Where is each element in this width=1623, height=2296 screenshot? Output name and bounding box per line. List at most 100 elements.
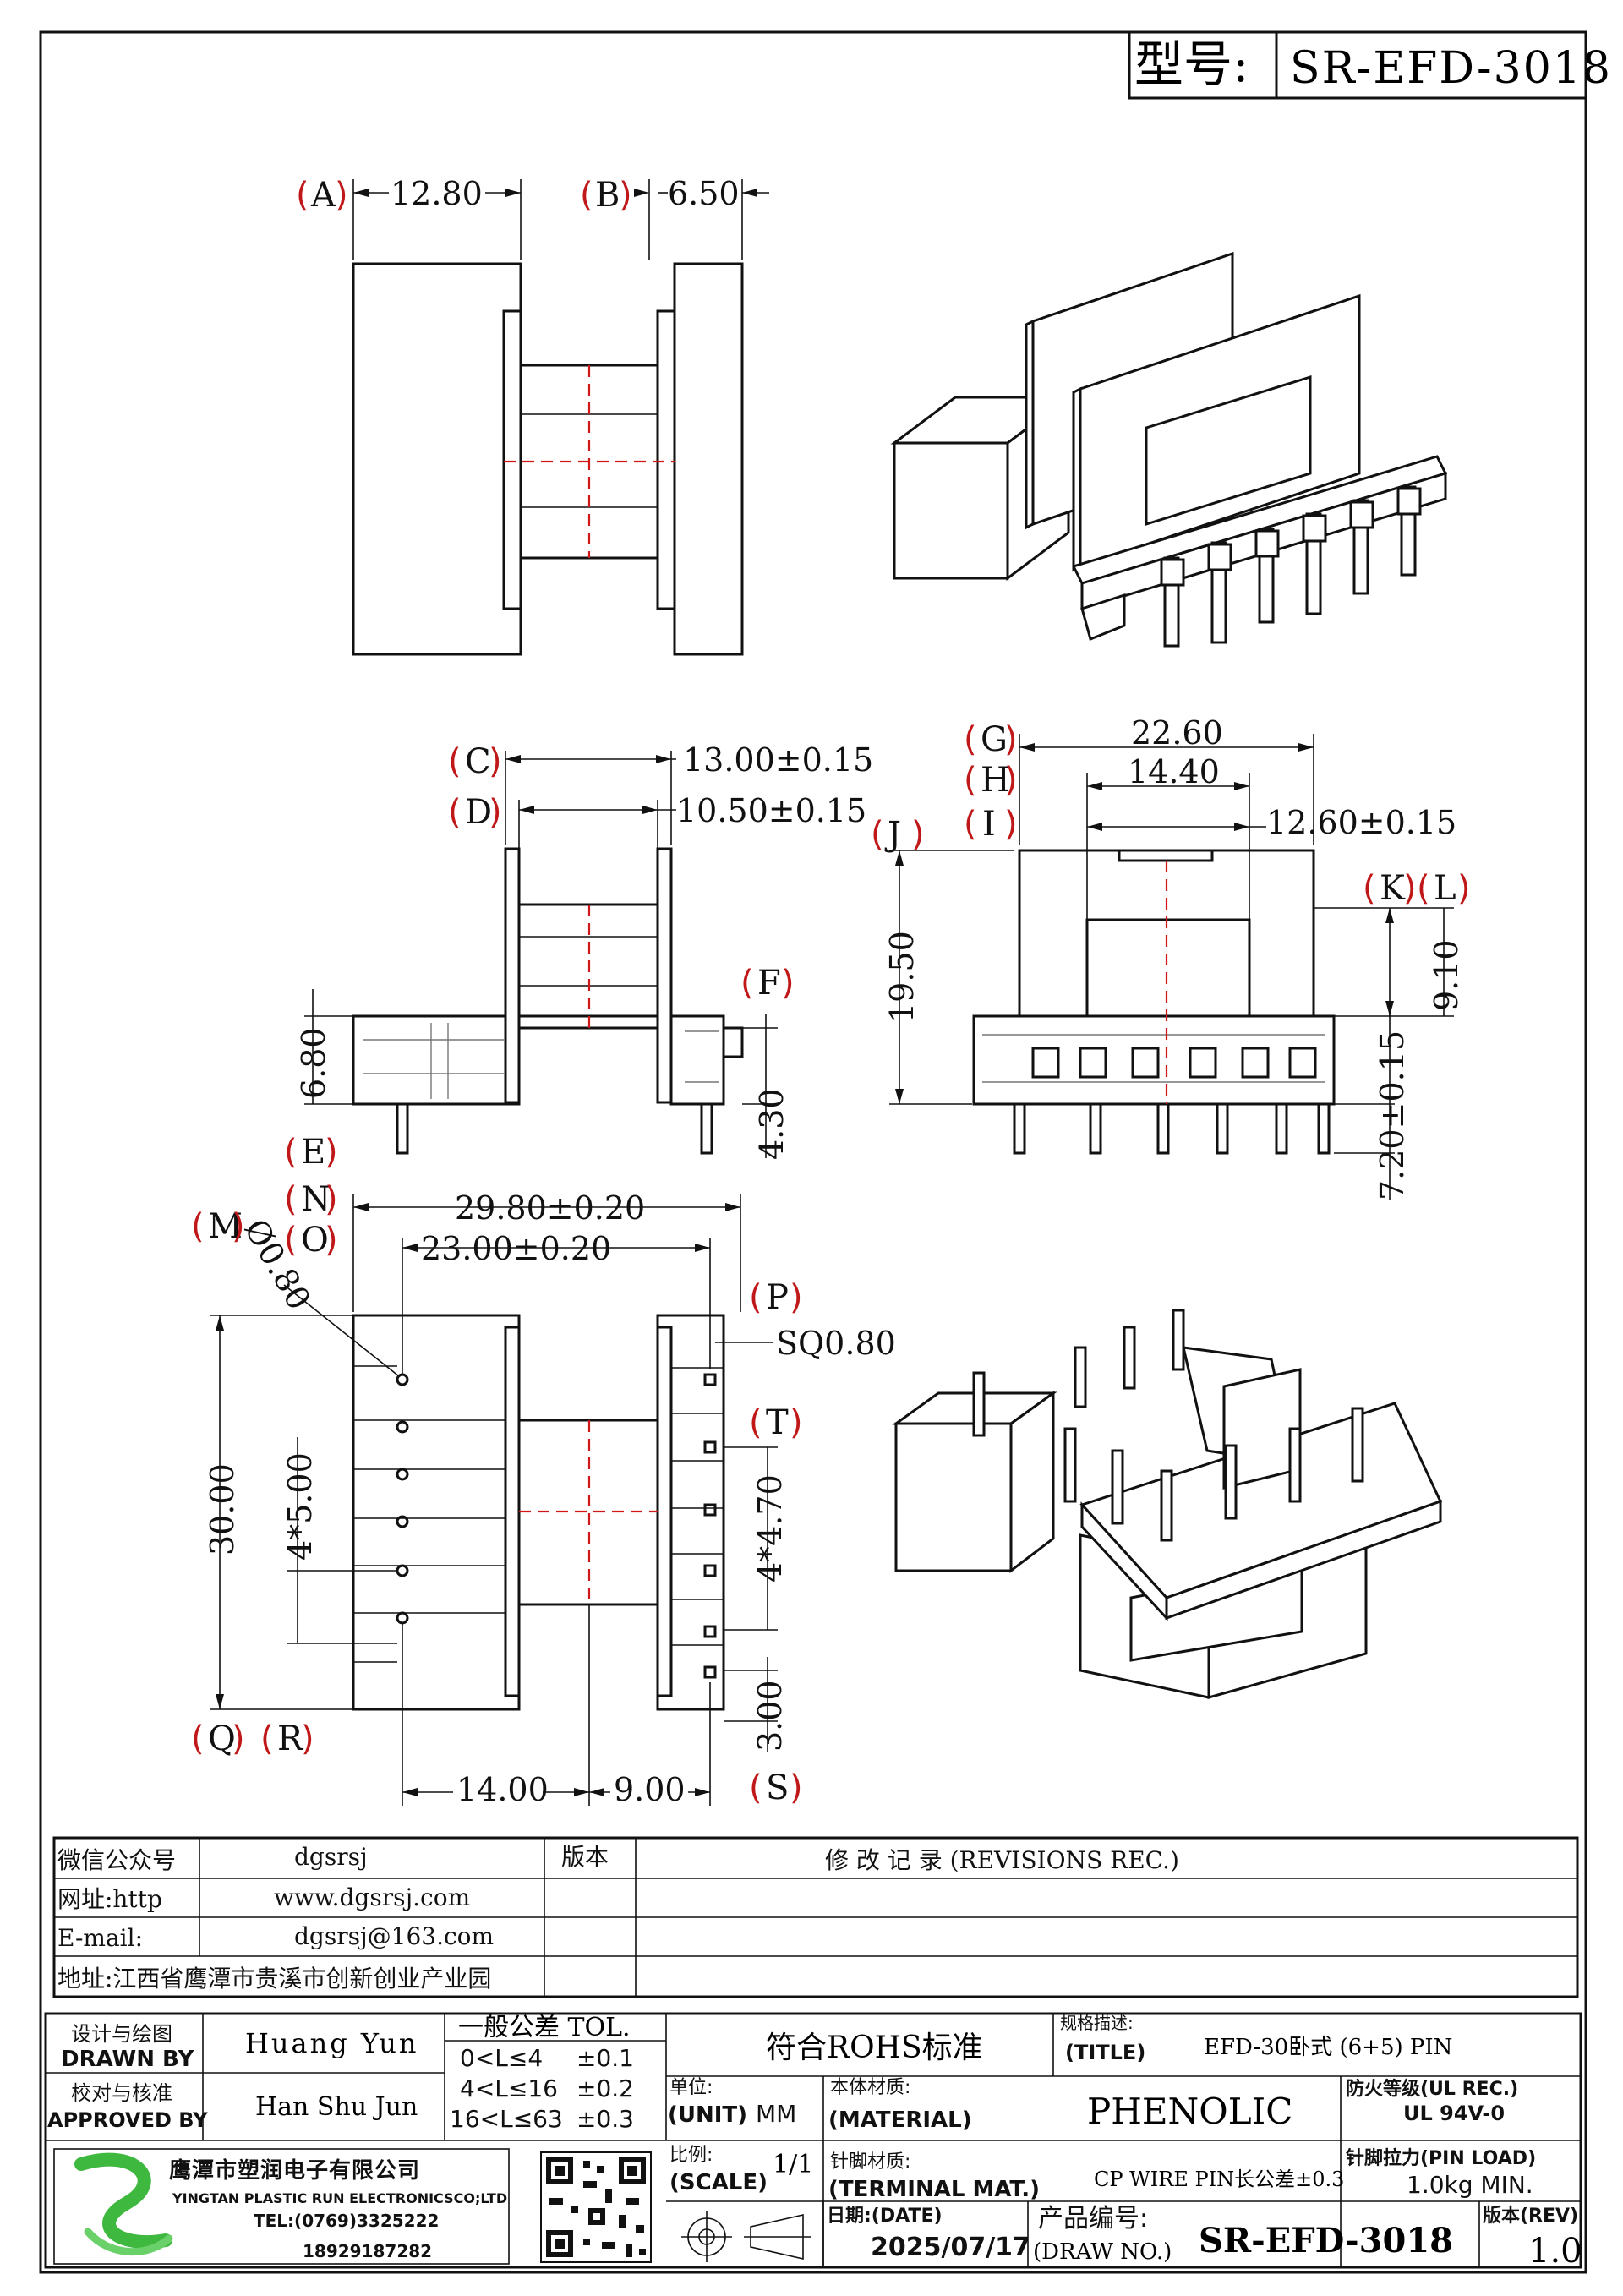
view-isometric-top: [890, 251, 1448, 648]
model-label: 型号:: [1134, 36, 1249, 93]
svg-text:(: (: [448, 742, 462, 781]
drawn-by-cn: 设计与绘图: [71, 2022, 172, 2046]
label-Q: Q: [208, 1719, 236, 1758]
svg-text:): ): [911, 815, 925, 854]
model-header: 型号: SR-EFD-3018: [1128, 30, 1612, 100]
view-side: ( C ) 13.00±0.15 ( D ) 10.50±0.15 6.80 (…: [284, 741, 873, 1172]
title-block: 设计与绘图 DRAWN BY Huang Yun 校对与核准 APPROVED …: [44, 2012, 1582, 2271]
terminal-label-en: (TERMINAL MAT.): [828, 2177, 1040, 2202]
svg-text:): ): [790, 1403, 803, 1442]
label-R: R: [277, 1719, 304, 1758]
material-value: PHENOLIC: [1087, 2091, 1292, 2132]
svg-text:): ): [232, 1719, 245, 1758]
tolerance-title: 一般公差 TOL.: [458, 2013, 631, 2042]
view-end-pair: ( A ) 12.80 ( B ) 6.50: [296, 175, 769, 656]
drawno-label-cn: 产品编号:: [1038, 2204, 1148, 2233]
svg-text:): ): [1004, 805, 1018, 844]
dim-N-value: 29.80±0.20: [455, 1189, 645, 1227]
dim-C-value: 13.00±0.15: [683, 741, 873, 779]
svg-text:(: (: [749, 1278, 762, 1317]
dim-H-value: 14.40: [1128, 753, 1220, 790]
info-value-wechat: dgsrsj: [294, 1843, 368, 1871]
svg-text:): ): [1403, 869, 1417, 908]
svg-text:(: (: [284, 1180, 298, 1219]
tol-value-3: ±0.3: [577, 2105, 634, 2133]
date-label: 日期:(DATE): [827, 2206, 943, 2227]
dim-F-value: 4.30: [753, 1088, 790, 1160]
dim-O-value: 23.00±0.20: [421, 1230, 611, 1267]
info-value-web: www.dgsrsj.com: [274, 1883, 470, 1911]
view-bottom: 29.80±0.20 ( N ) 23.00±0.20 ( O ) ( M ) …: [191, 1180, 896, 1808]
qr-code-icon: [540, 2151, 652, 2263]
svg-text:(: (: [580, 176, 593, 215]
label-L: L: [1434, 869, 1456, 908]
flame-label: 防火等级(UL REC.): [1346, 2078, 1518, 2100]
svg-text:(: (: [740, 964, 754, 1003]
terminal-label-cn: 针脚材质:: [830, 2151, 910, 2173]
unit-label-en: (UNIT): [668, 2102, 747, 2128]
model-value: SR-EFD-3018: [1290, 43, 1612, 94]
svg-text:): ): [1457, 869, 1471, 908]
svg-text:(: (: [749, 1768, 762, 1807]
date-value: 2025/07/17: [871, 2233, 1030, 2262]
svg-text:): ): [489, 742, 502, 781]
scale-value: 1/1: [773, 2150, 813, 2179]
label-N: N: [301, 1180, 331, 1219]
rev-label: 版本(REV): [1483, 2206, 1578, 2227]
rev-value: 1.0: [1528, 2232, 1582, 2271]
company-tel: TEL:(0769)3325222: [254, 2211, 439, 2231]
scale-label-cn: 比例:: [669, 2145, 713, 2166]
company-logo-icon: [74, 2152, 173, 2256]
label-K: K: [1380, 869, 1406, 908]
title-label-cn: 规格描述:: [1060, 2013, 1134, 2033]
svg-text:(: (: [191, 1207, 205, 1246]
svg-text:): ): [301, 1719, 314, 1758]
pin-load-label: 针脚拉力(PIN LOAD): [1346, 2147, 1536, 2169]
drawn-by-en: DRAWN BY: [61, 2047, 194, 2072]
label-E: E: [301, 1133, 325, 1172]
label-O: O: [301, 1221, 329, 1260]
svg-text:(: (: [191, 1719, 205, 1758]
svg-text:(: (: [284, 1221, 298, 1260]
rohs-statement: 符合ROHS标准: [766, 2031, 983, 2065]
scale-label-en: (SCALE): [669, 2170, 768, 2195]
svg-text:): ): [325, 1180, 338, 1219]
svg-text:): ): [232, 1207, 245, 1246]
company-name-cn: 鹰潭市塑润电子有限公司: [169, 2157, 420, 2184]
svg-text:): ): [619, 176, 632, 215]
dim-B-value: 6.50: [668, 175, 740, 212]
label-S: S: [766, 1768, 789, 1807]
label-A: A: [310, 176, 336, 215]
dim-bottom-right-value: 9.00: [614, 1771, 686, 1808]
svg-text:(: (: [964, 761, 977, 800]
svg-text:(: (: [284, 1133, 298, 1172]
dim-R-value: 4*5.00: [281, 1452, 319, 1561]
dim-S-value: 3.00: [751, 1680, 789, 1752]
label-H: H: [981, 761, 1010, 800]
svg-text:): ): [790, 1278, 803, 1317]
flame-value: UL 94V-0: [1403, 2102, 1505, 2125]
drawno-value: SR-EFD-3018: [1199, 2221, 1453, 2260]
company-name-en: YINGTAN PLASTIC RUN ELECTRONICSCO;LTD: [172, 2190, 507, 2206]
dim-K-value: 9.10: [1428, 939, 1465, 1011]
pin-load-value: 1.0kg MIN.: [1407, 2171, 1533, 2199]
svg-text:(: (: [964, 805, 977, 844]
material-label-en: (MATERIAL): [828, 2107, 972, 2133]
svg-text:): ): [790, 1768, 803, 1807]
svg-text:): ): [489, 793, 502, 832]
approved-by-en: APPROVED BY: [47, 2108, 208, 2132]
tol-range-1: 0<L≤4: [460, 2044, 543, 2072]
title-value: EFD-30卧式 (6+5) PIN: [1204, 2035, 1452, 2060]
label-G: G: [981, 720, 1008, 759]
label-J: J: [884, 815, 901, 854]
view-isometric-bottom: [892, 1309, 1443, 1699]
info-label-wechat: 微信公众号: [57, 1846, 176, 1874]
label-C: C: [465, 742, 491, 781]
dim-A-value: 12.80: [391, 175, 483, 212]
svg-text:(: (: [964, 720, 977, 759]
unit-value: MM: [756, 2100, 796, 2128]
svg-text:(: (: [260, 1719, 274, 1758]
info-table: 微信公众号 dgsrsj 网址:http www.dgsrsj.com E-ma…: [52, 1836, 1579, 1998]
svg-text:): ): [1004, 761, 1018, 800]
drawn-by-name: Huang Yun: [245, 2027, 418, 2059]
